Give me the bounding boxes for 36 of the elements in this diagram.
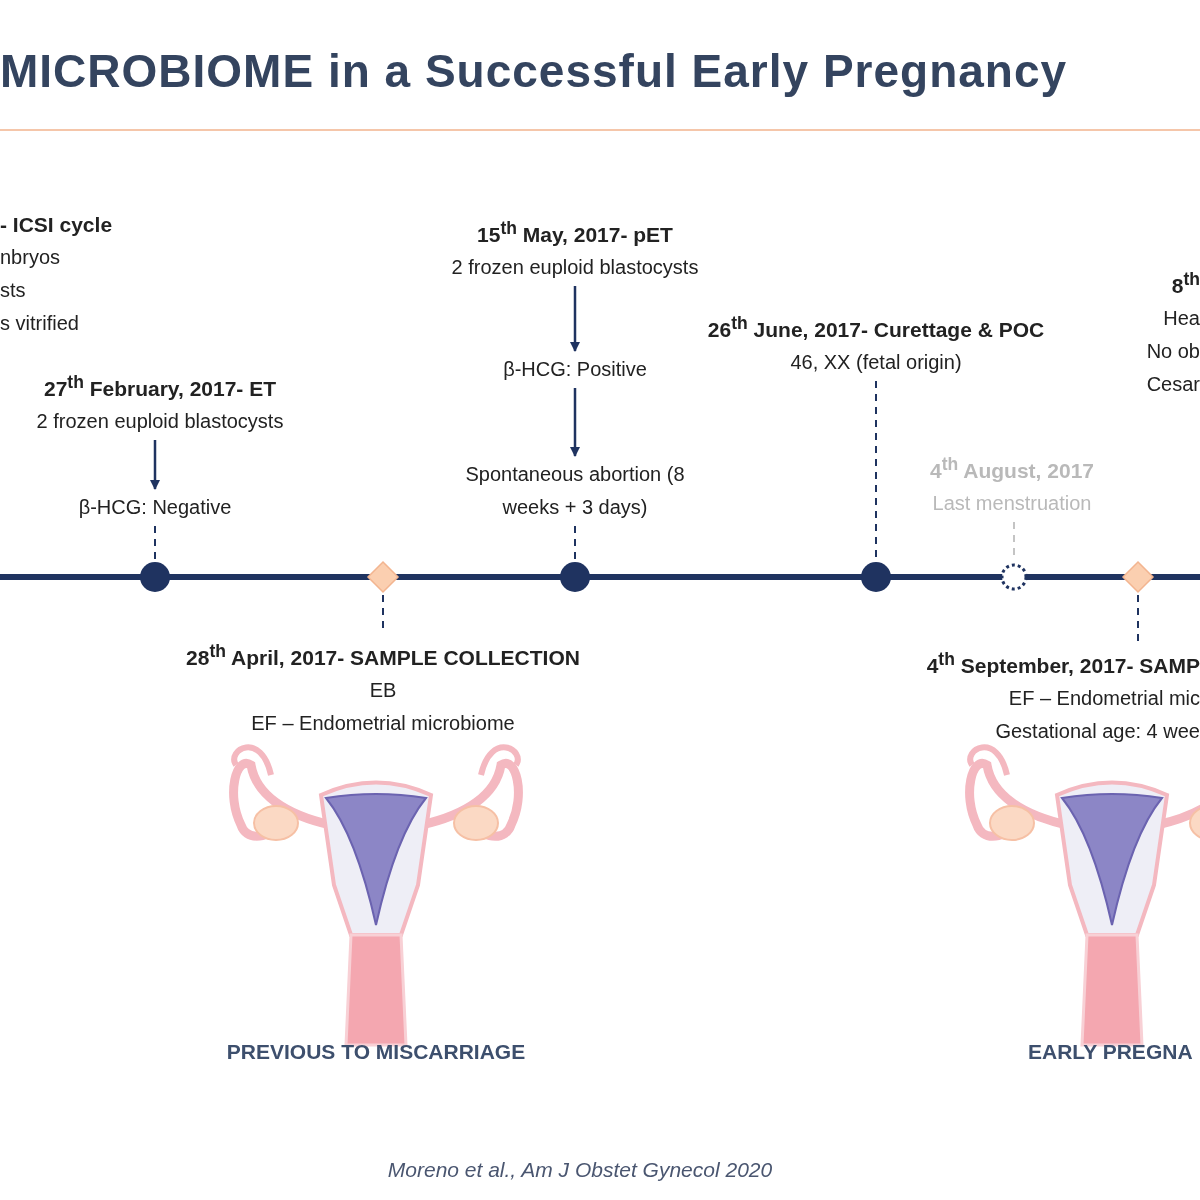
event-text: EB bbox=[368, 678, 398, 703]
event-text: No ob bbox=[1146, 339, 1200, 364]
event-heading: 4$^{th}$ September, 2017- SAMP bbox=[926, 648, 1200, 679]
stage-label: EARLY PREGNA bbox=[1028, 1040, 1193, 1064]
event-heading: 15$^{th}$ May, 2017- pET bbox=[476, 217, 674, 248]
citation: Moreno et al., Am J Obstet Gynecol 2020 bbox=[387, 1158, 773, 1182]
title: MICROBIOME in a Successful Early Pregnancy bbox=[0, 44, 1068, 98]
event-heading: 26$^{th}$ June, 2017- Curettage & POC bbox=[707, 312, 1045, 343]
event-text: nbryos bbox=[0, 245, 62, 270]
arrow bbox=[150, 440, 160, 490]
event-text: Spontaneous abortion (8 weeks + 3 days) bbox=[464, 462, 686, 520]
event-text: 2 frozen euploid blastocysts bbox=[36, 409, 284, 434]
event-text: Last menstruation bbox=[931, 491, 1093, 516]
event-text: Hea bbox=[1162, 306, 1200, 331]
stage-label: PREVIOUS TO MISCARRIAGE bbox=[226, 1040, 526, 1064]
leader-line bbox=[154, 525, 156, 560]
event-text: sts bbox=[0, 278, 27, 303]
event-text: Cesar bbox=[1146, 372, 1200, 397]
event-text: 2 frozen euploid blastocysts bbox=[451, 255, 699, 280]
event-text: EF – Endometrial mic bbox=[1007, 686, 1200, 711]
event-text: Gestational age: 4 wee bbox=[994, 719, 1200, 744]
event-text: 46, XX (fetal origin) bbox=[789, 350, 963, 375]
event-text: β-HCG: Negative bbox=[78, 495, 232, 520]
arrow bbox=[570, 388, 580, 457]
event-text: EF – Endometrial microbiome bbox=[250, 711, 516, 736]
event-text: s vitrified bbox=[0, 311, 80, 336]
arrow bbox=[570, 286, 580, 352]
leader-line bbox=[574, 525, 576, 560]
event-heading: 28$^{th}$ April, 2017- SAMPLE COLLECTION bbox=[186, 640, 580, 671]
event-heading: 4$^{th}$ August, 2017 bbox=[930, 453, 1094, 484]
leader-line bbox=[875, 380, 877, 560]
event-text: β-HCG: Positive bbox=[503, 357, 647, 382]
event-heading: 27$^{th}$ February, 2017- ET bbox=[42, 371, 278, 402]
event-heading: 8$^{th}$ bbox=[1170, 268, 1200, 299]
event-heading: - ICSI cycle bbox=[0, 212, 113, 238]
leader-line bbox=[1137, 594, 1139, 642]
